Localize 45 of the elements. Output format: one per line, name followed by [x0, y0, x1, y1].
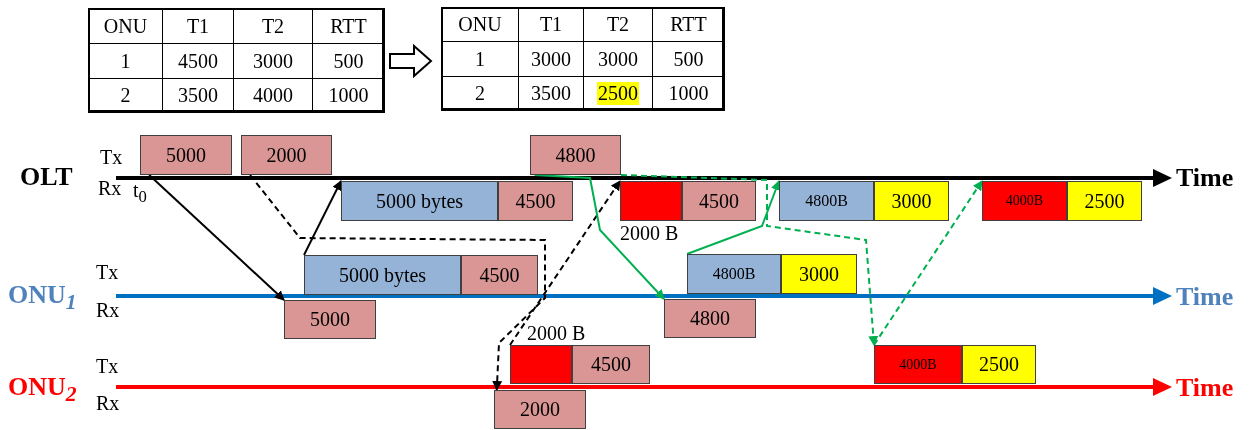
size-caption: 2000 B — [620, 223, 679, 243]
rx-label: Rx — [96, 393, 120, 413]
axis-label: Time — [1176, 375, 1234, 401]
arrow — [509, 180, 621, 346]
tx-label: Tx — [96, 356, 119, 376]
arrow — [620, 174, 879, 346]
packet-box: 2000 — [494, 390, 586, 429]
packet-box: 4500 — [498, 181, 573, 221]
packet-box: 5000 bytes — [304, 255, 461, 295]
arrow — [873, 180, 983, 346]
size-caption: 2000 B — [527, 323, 586, 343]
node-label: OLT — [20, 164, 73, 190]
tx-label: Tx — [100, 147, 123, 167]
table-cell: 1000 — [312, 78, 385, 113]
rx-label: Rx — [96, 300, 120, 320]
packet-box: 5000 — [140, 135, 232, 175]
packet-box: 2000 — [241, 135, 332, 175]
arrow — [533, 174, 665, 300]
tx-label: Tx — [96, 262, 119, 282]
packet-box: 4500 — [572, 345, 650, 384]
packet-box: 4500 — [682, 181, 756, 221]
node-label: ONU$_{1}$ — [8, 282, 77, 314]
table-cell: 1000 — [652, 76, 725, 111]
time-origin-label: t$_{0}$ — [133, 180, 147, 206]
arrow — [303, 180, 342, 256]
node-label: ONU$_{2}$ — [8, 374, 77, 406]
packet-box: 2500 — [962, 345, 1036, 384]
packet-box — [620, 181, 682, 221]
packet-box: 5000 — [284, 300, 376, 339]
packet-box: 4800 — [530, 135, 621, 175]
axis-label: Time — [1176, 165, 1234, 191]
packet-box: 5000 bytes — [341, 181, 498, 221]
packet-box: 4800B — [779, 181, 874, 221]
packet-box: 4000B — [982, 181, 1067, 221]
axis-label: Time — [1176, 284, 1234, 310]
arrow — [686, 180, 781, 255]
packet-box: 4000B — [874, 345, 962, 384]
packet-box — [510, 345, 572, 384]
packet-box: 4500 — [461, 255, 538, 295]
rx-label: Rx — [98, 178, 122, 198]
packet-box: 3000 — [874, 181, 949, 221]
packet-box: 3000 — [781, 254, 857, 294]
packet-box: 4800B — [687, 254, 781, 294]
packet-box: 2500 — [1067, 181, 1142, 221]
packet-box: 4800 — [664, 299, 756, 338]
